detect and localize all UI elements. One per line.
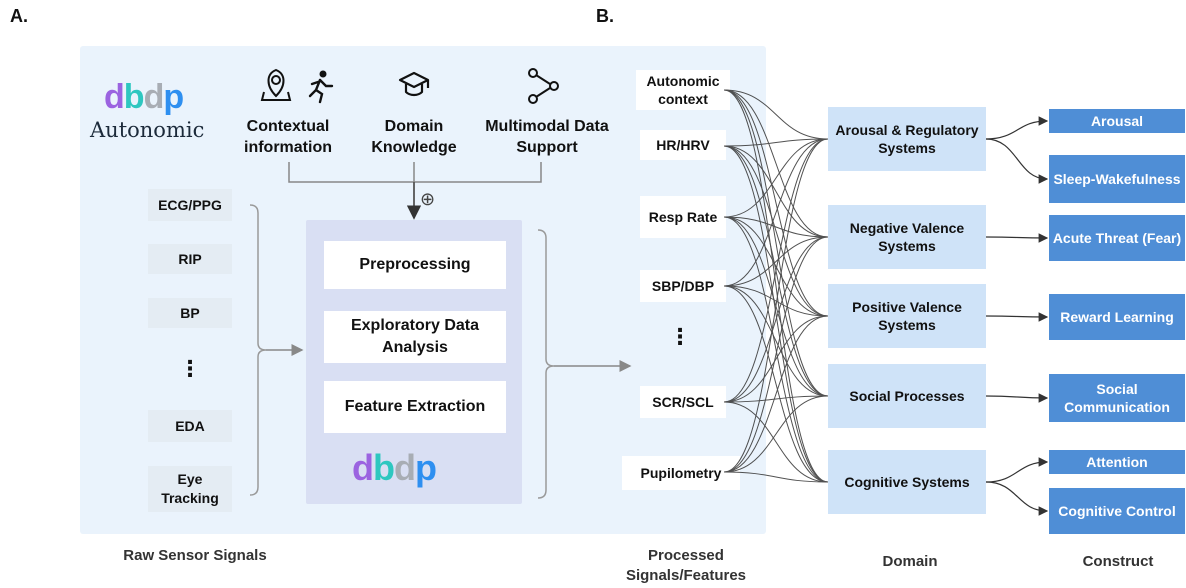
feature-domain-link xyxy=(723,89,829,317)
share-nodes-icon xyxy=(528,68,559,104)
footer-processed-signals: Processed Signals/Features xyxy=(625,547,747,584)
feature-domain-link xyxy=(723,89,829,397)
feature-domain-link xyxy=(723,138,829,147)
context-contextual-information: Contextual information xyxy=(244,118,332,156)
feature-scr-scl: SCR/SCL xyxy=(640,386,726,418)
construct-reward-learning: Reward Learning xyxy=(1049,294,1185,340)
domain-construct-arrow xyxy=(985,481,1049,516)
construct-sleep-wakefulness: Sleep-Wakefulness xyxy=(1049,155,1185,203)
construct-acute-threat: Acute Threat (Fear) xyxy=(1049,215,1185,261)
domain-construct-arrow xyxy=(985,116,1049,140)
domain-construct-links xyxy=(985,116,1049,516)
feature-domain-link xyxy=(723,216,829,238)
domain-construct-arrow xyxy=(985,312,1049,322)
feature-pupilometry: Pupilometry xyxy=(622,456,740,490)
step-preprocessing: Preprocessing xyxy=(324,241,506,289)
domain-construct-arrow xyxy=(985,233,1049,243)
domain-arousal-regulatory: Arousal & Regulatory Systems xyxy=(828,107,986,171)
feature-domain-link xyxy=(723,315,829,403)
feature-ellipsis: ⋮ xyxy=(669,324,691,349)
signal-eda: EDA xyxy=(148,410,232,442)
feature-domain-link xyxy=(723,401,829,483)
footer-construct: Construct xyxy=(1082,553,1154,570)
step-feature-extraction: Feature Extraction xyxy=(324,381,506,433)
footer-domain: Domain xyxy=(882,553,938,570)
feature-domain-link xyxy=(723,89,829,140)
feature-domain-link xyxy=(723,471,829,483)
location-pin-icon xyxy=(260,68,292,101)
feature-domain-link xyxy=(723,145,829,317)
feature-domain-link xyxy=(723,145,829,483)
construct-arousal: Arousal xyxy=(1049,109,1185,133)
signal-bp: BP xyxy=(148,298,232,328)
feature-domain-link xyxy=(723,315,829,473)
signal-ellipsis: ⋮ xyxy=(179,356,201,381)
feature-domain-link xyxy=(723,138,829,473)
construct-attention: Attention xyxy=(1049,450,1185,474)
footer-raw-sensor-signals: Raw Sensor Signals xyxy=(123,547,267,564)
plus-icon: ⊕ xyxy=(420,189,436,209)
context-domain-knowledge: Domain Knowledge xyxy=(371,118,457,156)
step-exploratory-data-analysis: Exploratory Data Analysis xyxy=(324,311,506,363)
domain-positive-valence: Positive Valence Systems xyxy=(828,284,986,348)
signal-eye-tracking: Eye Tracking xyxy=(148,466,232,512)
feature-domain-link xyxy=(723,138,829,218)
feature-domain-link xyxy=(723,216,829,317)
logo-wordmark: Autonomic xyxy=(90,118,205,142)
feature-domain-link xyxy=(723,138,829,403)
feature-domain-links xyxy=(723,89,829,483)
dbdp-logo-small: dbdp xyxy=(352,447,437,488)
feature-domain-link xyxy=(723,89,829,238)
domain-social-processes: Social Processes xyxy=(828,364,986,428)
feature-domain-link xyxy=(723,395,829,403)
domain-construct-arrow xyxy=(985,138,1049,184)
feature-domain-link xyxy=(723,236,829,287)
feature-domain-link xyxy=(723,395,829,473)
feature-domain-link xyxy=(723,236,829,403)
feature-domain-link xyxy=(723,145,829,238)
feature-autonomic-context: Autonomic context xyxy=(636,70,730,110)
feature-domain-link xyxy=(723,285,829,317)
context-multimodal-data-support: Multimodal Data Support xyxy=(485,118,609,156)
construct-cognitive-control: Cognitive Control xyxy=(1049,488,1185,534)
graduation-cap-icon xyxy=(398,71,430,97)
raw-signals-bracket xyxy=(249,204,267,496)
construct-social-communication: Social Communication xyxy=(1049,374,1185,422)
context-bracket xyxy=(288,162,542,183)
feature-domain-link xyxy=(723,216,829,483)
running-person-icon xyxy=(308,70,334,104)
signal-rip: RIP xyxy=(148,244,232,274)
signal-ecg-ppg: ECG/PPG xyxy=(148,189,232,221)
panel-label-a: A. xyxy=(10,6,28,26)
feature-sbp-dbp: SBP/DBP xyxy=(640,270,726,302)
domain-construct-arrow xyxy=(985,393,1049,403)
dbdp-logo: dbdp xyxy=(104,78,184,116)
feature-domain-link xyxy=(723,285,829,483)
domain-construct-arrow xyxy=(985,457,1049,483)
feature-resp-rate: Resp Rate xyxy=(640,196,726,238)
feature-domain-link xyxy=(723,89,829,483)
panel-label-b: B. xyxy=(596,6,614,26)
domain-negative-valence: Negative Valence Systems xyxy=(828,205,986,269)
feature-hr-hrv: HR/HRV xyxy=(640,130,726,160)
processing-bracket xyxy=(537,229,555,499)
domain-cognitive-systems: Cognitive Systems xyxy=(828,450,986,514)
feature-domain-link xyxy=(723,285,829,397)
feature-domain-link xyxy=(723,138,829,287)
feature-domain-link xyxy=(723,236,829,473)
